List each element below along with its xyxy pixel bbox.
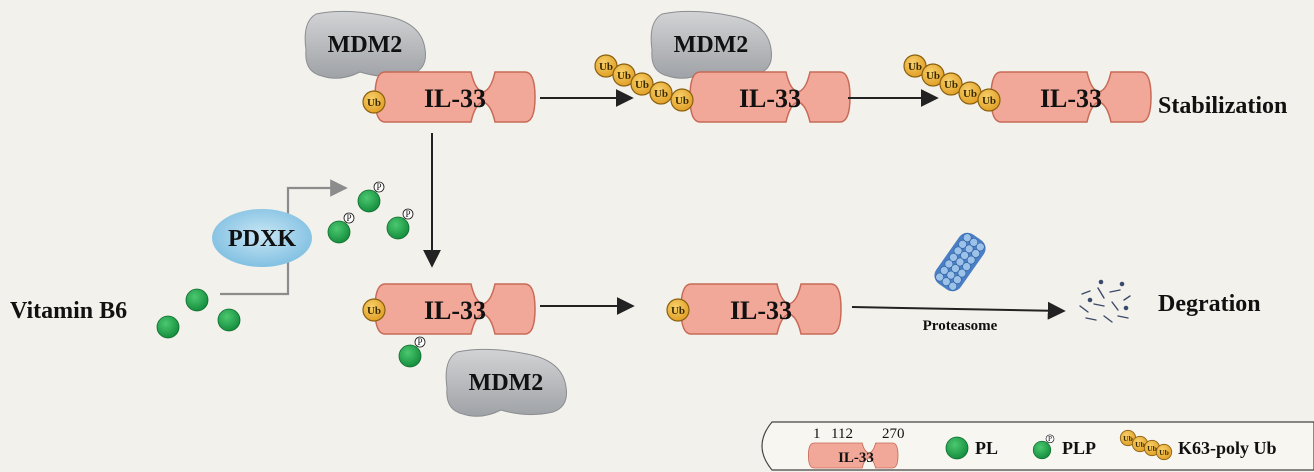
proteasome-label: Proteasome xyxy=(923,318,998,334)
ub-label: Ub xyxy=(367,97,381,109)
pdxk-label: PDXK xyxy=(228,226,296,252)
pl-molecules xyxy=(156,288,241,339)
legend-il33-label: IL-33 xyxy=(838,450,874,466)
pl-ball-3 xyxy=(217,308,241,332)
svg-text:Ub: Ub xyxy=(1123,434,1133,443)
legend-plp-label: PLP xyxy=(1062,438,1096,458)
svg-text:P: P xyxy=(346,213,351,223)
mdm2-label-2: MDM2 xyxy=(674,32,749,58)
ub-ball: Ub xyxy=(362,90,386,114)
svg-text:P: P xyxy=(376,182,381,192)
complex-il33-ub-row2: IL-33 Ub P MDM2 xyxy=(362,283,567,417)
il33-label-2: IL-33 xyxy=(739,84,801,113)
svg-text:P: P xyxy=(1048,435,1052,443)
pl-ball-1 xyxy=(156,315,180,339)
polyub-chain: Ub Ub Ub Ub Ub xyxy=(594,54,694,112)
complex-il33-ub-free: IL-33 Ub xyxy=(666,283,842,335)
svg-text:P: P xyxy=(405,209,410,219)
legend-box: 1 112 270 IL-33 PL P PLP Ub Ub Ub Ub K63… xyxy=(761,421,1314,471)
il33-label: IL-33 xyxy=(424,84,486,113)
complex-il33-polyub-stable: IL-33 Ub Ub Ub Ub Ub xyxy=(903,54,1152,123)
degraded-fragments-icon xyxy=(1079,279,1131,323)
vitamin-b6-label: Vitamin B6 xyxy=(10,298,127,324)
stabilization-label: Stabilization xyxy=(1158,93,1287,119)
svg-text:P: P xyxy=(417,337,422,347)
arrow-proteasome xyxy=(851,301,1066,320)
svg-text:Ub: Ub xyxy=(367,305,381,317)
legend-plp-ball: P xyxy=(1032,434,1055,460)
svg-text:Ub: Ub xyxy=(908,61,922,73)
svg-text:Ub: Ub xyxy=(671,305,685,317)
svg-text:Ub: Ub xyxy=(982,95,996,107)
svg-text:Ub: Ub xyxy=(654,88,668,100)
ub-ball-3: Ub xyxy=(666,298,690,322)
legend-pl-ball xyxy=(945,436,969,460)
plp-ball-3: P xyxy=(386,208,414,240)
il33-label-4: IL-33 xyxy=(424,296,486,325)
legend-polyub-icon: Ub Ub Ub Ub xyxy=(1119,429,1173,461)
polyub-chain-2: Ub Ub Ub Ub Ub xyxy=(903,54,1001,112)
svg-text:Ub: Ub xyxy=(617,70,631,82)
plp-ball-2: P xyxy=(327,212,355,244)
mdm2-label-3: MDM2 xyxy=(469,370,544,396)
pdxk-enzyme: PDXK xyxy=(212,209,312,267)
legend-num-112: 112 xyxy=(831,426,853,442)
svg-text:Ub: Ub xyxy=(1135,440,1145,449)
proteasome-icon xyxy=(934,232,986,292)
ub-ball-2: Ub xyxy=(362,298,386,322)
svg-text:Ub: Ub xyxy=(635,79,649,91)
il33-label-3: IL-33 xyxy=(1040,84,1102,113)
legend-num-1: 1 xyxy=(813,426,821,442)
svg-text:Ub: Ub xyxy=(963,88,977,100)
degradation-label: Degration xyxy=(1158,291,1261,317)
plp-molecules: P P P xyxy=(327,181,414,244)
legend-pl-label: PL xyxy=(975,438,998,458)
complex-mdm2-il33-polyub: MDM2 IL-33 Ub Ub Ub Ub Ub xyxy=(594,10,851,123)
svg-text:Ub: Ub xyxy=(599,61,613,73)
il33-label-5: IL-33 xyxy=(730,296,792,325)
svg-text:Ub: Ub xyxy=(944,79,958,91)
plp-ball-1: P xyxy=(357,181,385,213)
pl-ball-2 xyxy=(185,288,209,312)
complex-mdm2-il33-ub-1: MDM2 IL-33 Ub xyxy=(304,10,536,123)
legend-k63-label: K63-poly Ub xyxy=(1178,438,1277,458)
svg-text:Ub: Ub xyxy=(1159,448,1169,457)
legend-num-270: 270 xyxy=(882,426,905,442)
svg-text:Ub: Ub xyxy=(1147,444,1157,453)
mdm2-label: MDM2 xyxy=(328,32,403,58)
plp-ball-4: P xyxy=(398,336,426,368)
svg-text:Ub: Ub xyxy=(675,95,689,107)
svg-text:Ub: Ub xyxy=(926,70,940,82)
